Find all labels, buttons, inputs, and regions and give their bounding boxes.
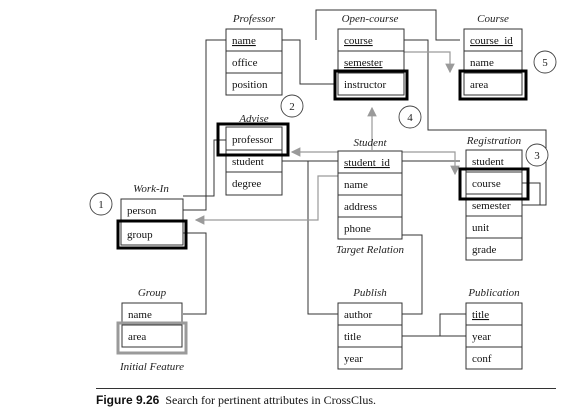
table-title-professor: Professor bbox=[232, 13, 276, 25]
attr-professor-office: office bbox=[232, 57, 258, 69]
table-course: Course course_id name area bbox=[458, 13, 528, 101]
attr-open-course-instructor: instructor bbox=[344, 79, 386, 91]
figure-caption-text: Search for pertinent attributes in Cross… bbox=[165, 393, 376, 407]
table-registration: Registration student course semester uni… bbox=[458, 135, 530, 261]
step-marker-4: 4 bbox=[398, 105, 422, 129]
connector-publish-author bbox=[402, 234, 423, 315]
attr-publish-year: year bbox=[344, 353, 363, 365]
attr-publication-conf: conf bbox=[472, 353, 492, 365]
table-advise: Advise professor student degree bbox=[216, 113, 290, 196]
attr-course-course-id: course_id bbox=[470, 35, 513, 47]
connector-advise-workin bbox=[183, 139, 226, 197]
schema-diagram: Professor name office position Open-cour… bbox=[89, 9, 557, 373]
table-title-publish: Publish bbox=[352, 287, 387, 299]
attr-registration-unit: unit bbox=[472, 222, 489, 234]
attr-advise-student: student bbox=[232, 156, 264, 168]
svg-text:4: 4 bbox=[407, 112, 413, 124]
search-arrows bbox=[194, 51, 460, 225]
connector-workin-group bbox=[183, 232, 207, 315]
step-marker-5: 5 bbox=[533, 50, 557, 74]
highlight-group-area bbox=[116, 321, 188, 355]
initial-feature-note: Initial Feature bbox=[119, 361, 184, 373]
attr-course-name: name bbox=[470, 57, 494, 69]
attr-student-student-id: student_id bbox=[344, 157, 390, 169]
step-marker-3: 3 bbox=[525, 143, 549, 167]
highlight-advise-professor bbox=[216, 122, 290, 157]
table-title-open-course: Open-course bbox=[342, 13, 399, 25]
highlight-instructor bbox=[333, 69, 409, 101]
attr-publication-year: year bbox=[472, 331, 491, 343]
attr-group-area: area bbox=[128, 331, 146, 343]
attr-professor-position: position bbox=[232, 79, 268, 91]
svg-text:1: 1 bbox=[98, 199, 104, 211]
highlight-registration-course bbox=[458, 167, 530, 201]
attr-registration-course: course bbox=[472, 178, 501, 190]
connector-opencourse-registration bbox=[404, 39, 547, 206]
connector-publish-publication bbox=[402, 313, 466, 337]
attr-registration-grade: grade bbox=[472, 244, 497, 256]
table-title-student: Student bbox=[354, 137, 388, 149]
table-professor: Professor name office position bbox=[225, 13, 283, 96]
connector-student-publish bbox=[307, 160, 338, 315]
attr-advise-degree: degree bbox=[232, 178, 261, 190]
svg-text:2: 2 bbox=[289, 101, 295, 113]
table-open-course: Open-course course semester instructor bbox=[333, 13, 409, 101]
arrow-student-to-registration bbox=[402, 151, 460, 176]
svg-text:5: 5 bbox=[542, 57, 548, 69]
connector-professor-workin bbox=[183, 39, 226, 211]
step-markers: 1 2 3 4 5 bbox=[89, 50, 557, 216]
table-title-advise: Advise bbox=[238, 113, 268, 125]
table-title-course: Course bbox=[477, 13, 509, 25]
table-student: Student student_id name address phone Ta… bbox=[336, 137, 404, 256]
attr-publication-title: title bbox=[472, 309, 489, 321]
table-title-publication: Publication bbox=[467, 287, 520, 299]
table-work-in: Work-In person group bbox=[116, 183, 188, 250]
connector-professor-instructor bbox=[282, 39, 336, 85]
attr-publish-author: author bbox=[344, 309, 372, 321]
table-title-work-in: Work-In bbox=[133, 183, 169, 195]
highlight-work-in-group bbox=[116, 219, 188, 250]
attr-open-course-semester: semester bbox=[344, 57, 383, 69]
arrow-student-to-workin bbox=[194, 175, 338, 225]
connector-registration-course bbox=[522, 182, 541, 205]
attr-student-address: address bbox=[344, 201, 377, 213]
highlight-course-area bbox=[458, 69, 528, 101]
step-marker-1: 1 bbox=[89, 192, 113, 216]
attr-student-name: name bbox=[344, 179, 368, 191]
svg-text:3: 3 bbox=[534, 150, 540, 162]
attr-work-in-group: group bbox=[127, 229, 153, 241]
attr-open-course-course: course bbox=[344, 35, 373, 47]
table-publish: Publish author title year bbox=[337, 287, 403, 370]
step-marker-2: 2 bbox=[280, 94, 304, 118]
attr-registration-student: student bbox=[472, 156, 504, 168]
attr-work-in-person: person bbox=[127, 205, 157, 217]
figure-caption: Figure 9.26 Search for pertinent attribut… bbox=[96, 388, 556, 408]
table-title-registration: Registration bbox=[466, 135, 522, 147]
attr-course-area: area bbox=[470, 79, 488, 91]
attr-publish-title: title bbox=[344, 331, 361, 343]
figure-label: Figure 9.26 bbox=[96, 393, 160, 407]
table-title-group: Group bbox=[138, 287, 167, 299]
attr-group-name: name bbox=[128, 309, 152, 321]
table-publication: Publication title year conf bbox=[465, 287, 523, 370]
connector-opencourse-course bbox=[315, 9, 460, 41]
attr-advise-professor: professor bbox=[232, 134, 273, 146]
arrow-opencourse-to-course bbox=[404, 51, 455, 74]
attr-professor-name: name bbox=[232, 35, 256, 47]
connectors bbox=[183, 9, 547, 337]
table-group: Group name area Initial Feature bbox=[116, 287, 188, 373]
attr-student-phone: phone bbox=[344, 223, 371, 235]
target-relation-note: Target Relation bbox=[336, 244, 404, 256]
attr-registration-semester: semester bbox=[472, 200, 511, 212]
